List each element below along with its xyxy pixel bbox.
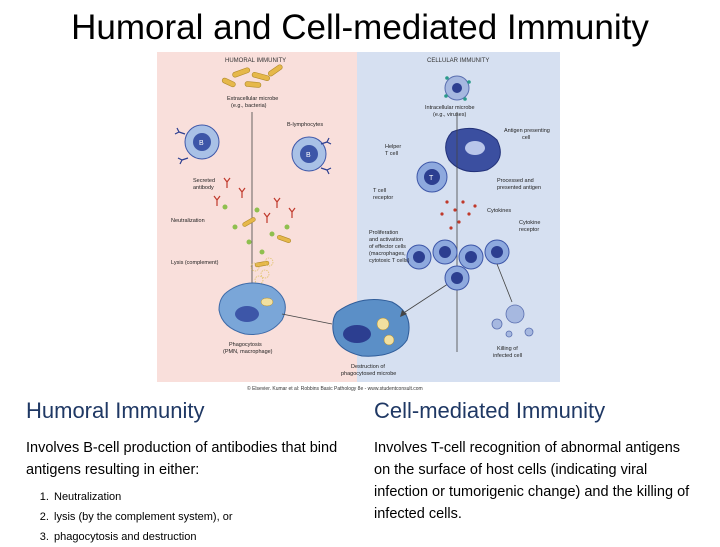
cytokine-receptor-label-2: receptor xyxy=(519,227,539,233)
cellular-description: Involves T-cell recognition of abnormal … xyxy=(374,440,690,522)
proliferation-label-3: of effector cells xyxy=(369,244,406,250)
svg-text:T: T xyxy=(429,175,434,182)
cytokine-icon xyxy=(440,200,477,230)
processed-antigen-label-2: presented antigen xyxy=(497,185,541,191)
antigen-presenting-label-2: cell xyxy=(522,135,530,141)
intracellular-microbe-label-1: Intracellular microbe xyxy=(425,105,475,111)
helper-t-label-1: Helper xyxy=(385,144,401,150)
cellular-heading: Cell-mediated Immunity xyxy=(374,398,606,423)
proliferation-label-5: cytotoxic T cells) xyxy=(369,258,410,264)
list-item: phagocytosis and destruction xyxy=(52,527,356,547)
b-lymphocytes-label: B-lymphocytes xyxy=(287,122,323,128)
neutralization-label: Neutralization xyxy=(171,218,205,224)
proliferation-label-2: and activation xyxy=(369,237,403,243)
phagocytosis-label-1: Phagocytosis xyxy=(229,342,262,348)
extracellular-microbe-eg: (e.g., bacteria) xyxy=(231,103,267,109)
proliferation-label-4: (macrophages, xyxy=(369,251,406,257)
proliferation-label-1: Proliferation xyxy=(369,230,398,236)
intracellular-microbe-label-2: (e.g., viruses) xyxy=(433,112,466,118)
secreted-antibody-label-2: antibody xyxy=(193,185,214,191)
infected-cell-icon xyxy=(491,304,534,338)
phagocytosis-label-2: (PMN, macrophage) xyxy=(223,349,273,355)
immunity-diagram: HUMORAL IMMUNITY CELLULAR IMMUNITY Extra… xyxy=(157,52,560,392)
humoral-heading: Humoral Immunity xyxy=(26,398,205,423)
antigen-icon xyxy=(222,204,290,255)
antibody-icon xyxy=(213,177,296,223)
humoral-panel-heading: HUMORAL IMMUNITY xyxy=(225,58,286,64)
figure-credit: © Elsevier. Kumar et al: Robbins Basic P… xyxy=(247,385,423,392)
macrophage-icon xyxy=(332,299,410,357)
page-title: Humoral and Cell-mediated Immunity xyxy=(71,8,649,47)
humoral-column: Humoral Immunity Involves B-cell product… xyxy=(26,395,356,547)
lysis-label: Lysis (complement) xyxy=(171,260,219,266)
killing-label-1: Killing of xyxy=(497,346,518,352)
phagocyte-icon xyxy=(218,282,286,335)
humoral-outcomes-list: Neutralization lysis (by the complement … xyxy=(26,487,356,547)
b-lymphocyte-icon: B xyxy=(291,136,327,172)
destruction-label-1: Destruction of xyxy=(351,364,385,370)
cellular-column: Cell-mediated Immunity Involves T-cell r… xyxy=(374,395,694,525)
svg-text:B: B xyxy=(306,152,311,159)
processed-antigen-label-1: Processed and xyxy=(497,178,534,184)
b-lymphocyte-icon: B xyxy=(184,124,220,160)
helper-t-label-2: T cell xyxy=(385,151,398,157)
effector-cell-icon xyxy=(406,239,510,291)
killing-label-2: infected cell xyxy=(493,353,522,359)
antibody-icon xyxy=(174,127,332,175)
bacteria-icon xyxy=(221,64,283,88)
t-cell-receptor-label-1: T cell xyxy=(373,188,386,194)
helper-t-cell-icon: T xyxy=(416,161,448,193)
t-cell-receptor-label-2: receptor xyxy=(373,195,393,201)
list-item: lysis (by the complement system), or xyxy=(52,507,356,527)
virus-infected-cell-icon xyxy=(444,75,471,101)
antigen-presenting-label-1: Antigen presenting xyxy=(504,128,550,134)
secreted-antibody-label-1: Secreted xyxy=(193,178,215,184)
svg-text:B: B xyxy=(199,140,204,147)
humoral-description: Involves B-cell production of antibodies… xyxy=(26,440,338,478)
destruction-label-2: phagocytosed microbe xyxy=(341,371,396,377)
list-item: Neutralization xyxy=(52,487,356,507)
cytokines-label: Cytokines xyxy=(487,208,511,214)
cellular-panel-heading: CELLULAR IMMUNITY xyxy=(427,58,489,64)
extracellular-microbe-label: Extracellular microbe xyxy=(227,96,278,102)
antigen-presenting-cell-icon xyxy=(445,127,501,173)
cytokine-receptor-label-1: Cytokine xyxy=(519,220,540,226)
